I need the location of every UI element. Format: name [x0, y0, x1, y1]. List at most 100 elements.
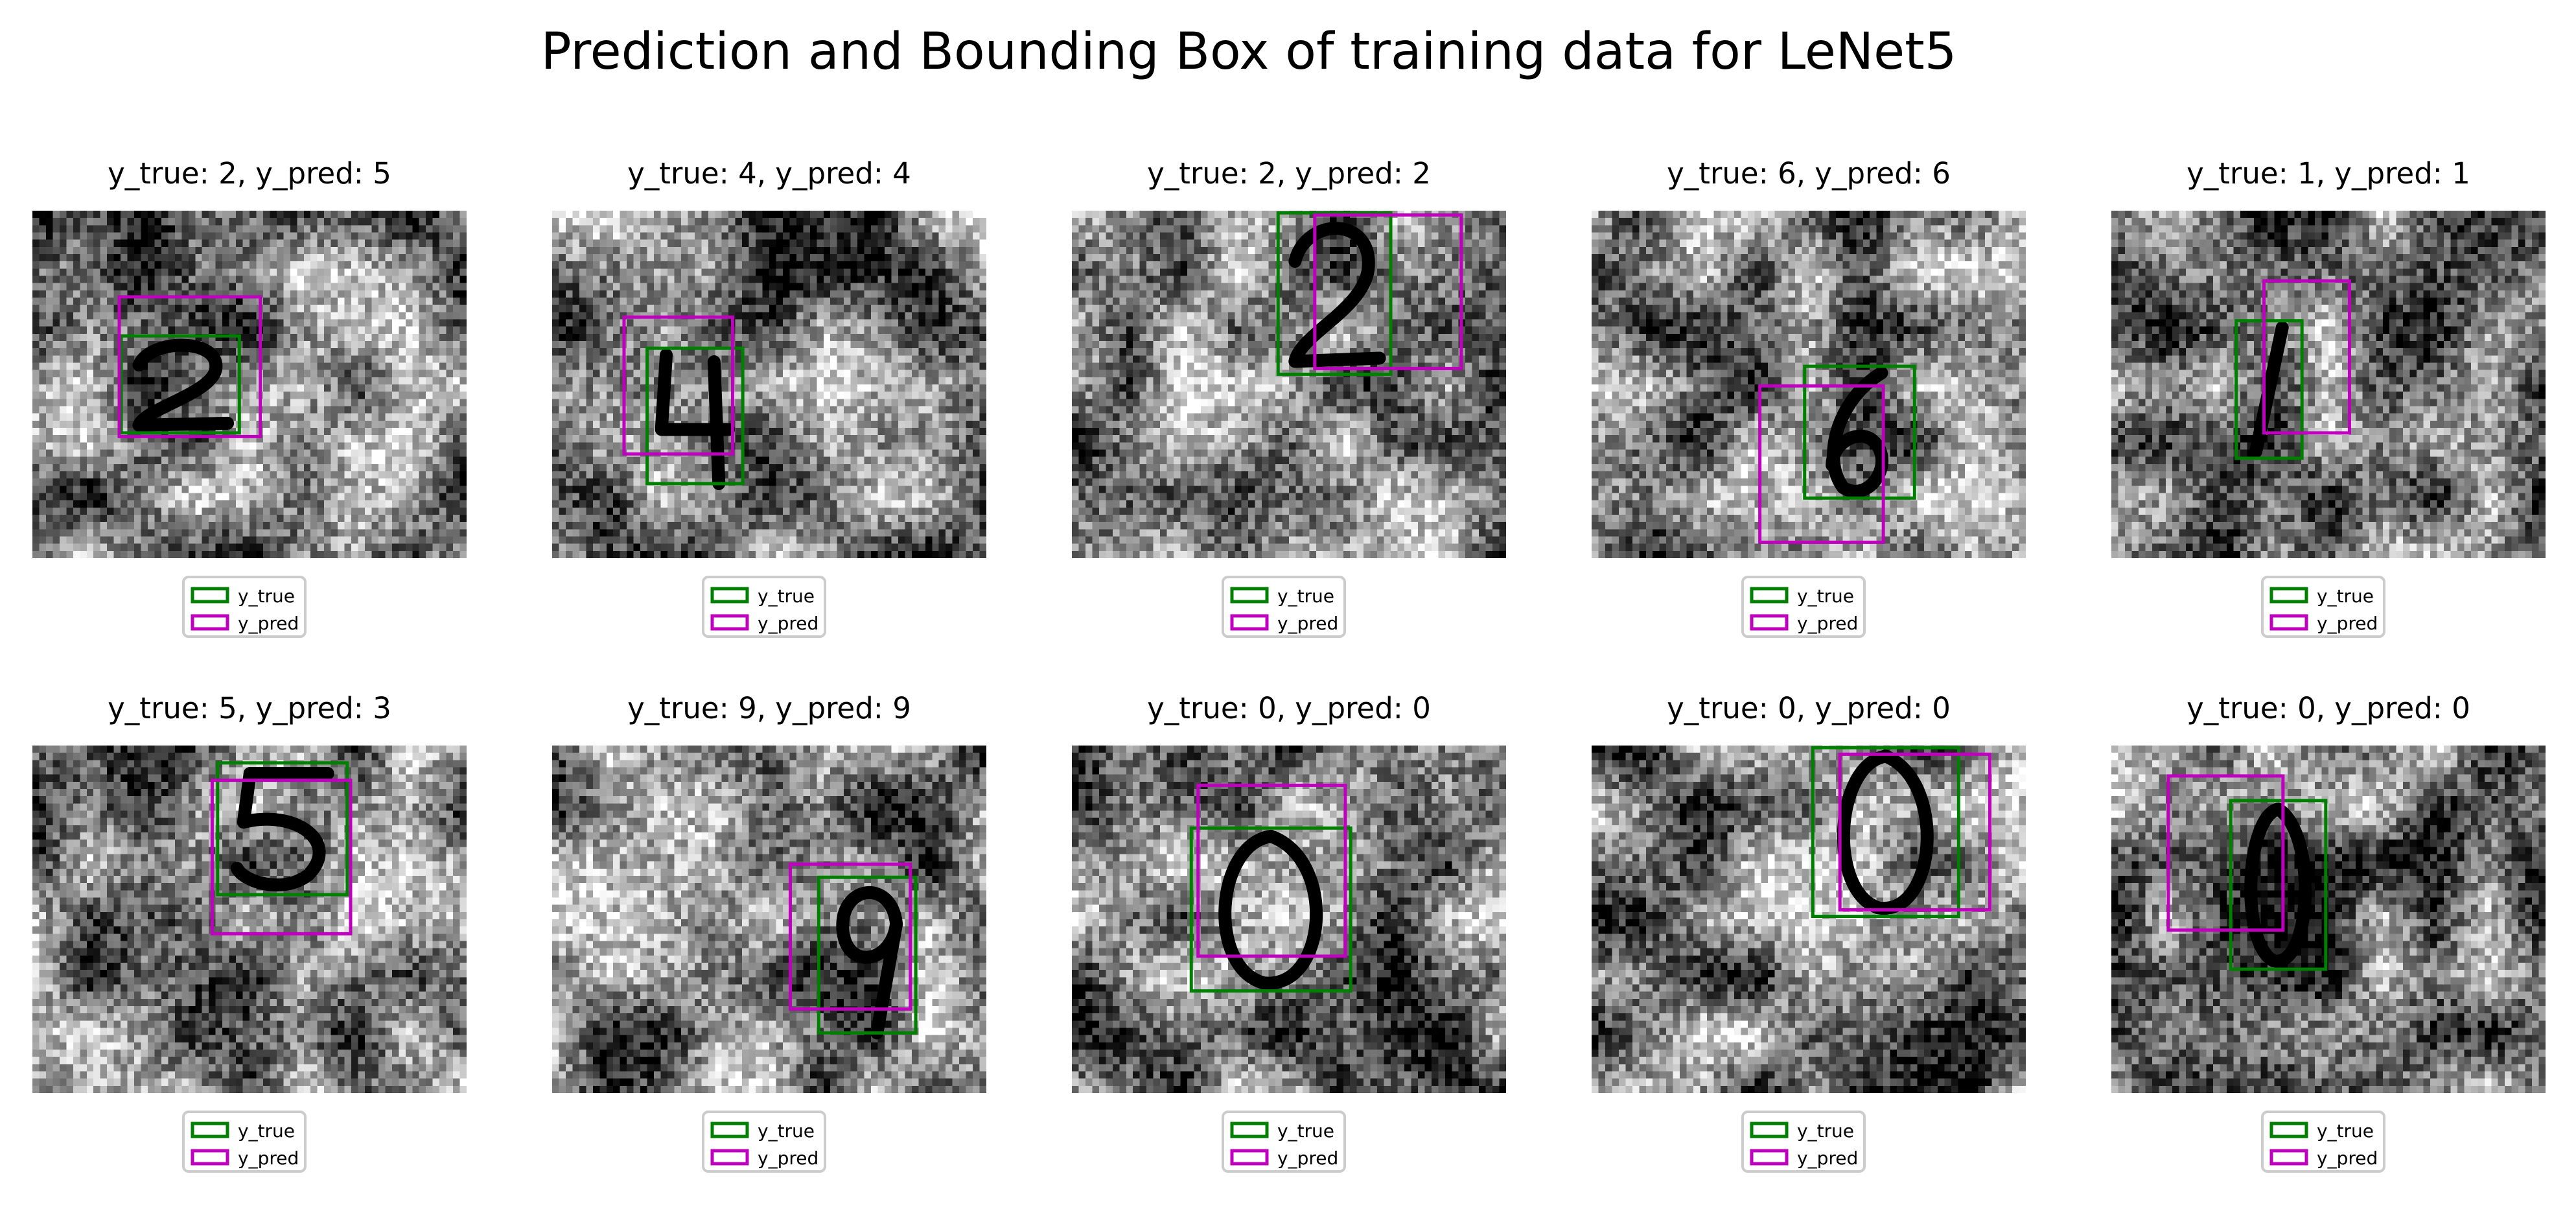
- noisy-digit-image: [1072, 211, 1506, 558]
- legend-swatch: [2269, 1122, 2308, 1138]
- panel-title: y_true: 0, y_pred: 0: [1667, 691, 1951, 725]
- legend-swatch: [1750, 587, 1789, 604]
- legend: y_true y_pred: [2261, 576, 2385, 638]
- handwritten-digit: [2251, 809, 2305, 961]
- legend-swatch: [710, 587, 749, 604]
- bounding-box-true: [2229, 799, 2328, 971]
- legend-swatch: [191, 1122, 229, 1138]
- legend-swatch: [191, 614, 229, 631]
- legend: y_true y_pred: [1222, 576, 1346, 638]
- legend-swatch: [710, 1122, 749, 1138]
- legend-swatch: [1750, 1149, 1789, 1166]
- bounding-box-true: [1811, 746, 1960, 919]
- legend-label: y_true: [1797, 585, 1854, 607]
- legend-label: y_pred: [2317, 1147, 2378, 1169]
- noisy-digit-image: [1592, 746, 2026, 1093]
- legend-swatch: [1750, 614, 1789, 631]
- handwritten-digit: [2256, 327, 2282, 451]
- bounding-box-true: [817, 875, 918, 1035]
- legend-swatch: [191, 1149, 229, 1166]
- panel: y_true: 6, y_pred: 6 y_true y_pred: [1592, 156, 2026, 637]
- legend: y_true y_pred: [702, 576, 826, 638]
- bounding-box-pred: [622, 315, 734, 456]
- legend-label: y_pred: [758, 613, 818, 634]
- legend: y_true y_pred: [1741, 576, 1866, 638]
- handwritten-digit: [1844, 756, 1927, 908]
- figure-title: Prediction and Bounding Box of training …: [541, 23, 1957, 81]
- handwritten-digit: [662, 355, 728, 484]
- legend-swatch: [191, 587, 229, 604]
- legend-label: y_true: [1797, 1120, 1854, 1142]
- legend: y_true y_pred: [702, 1111, 826, 1173]
- panel: y_true: 9, y_pred: 9 y_true y_pred: [552, 691, 986, 1171]
- legend-label: y_pred: [1277, 613, 1338, 634]
- panel-title: y_true: 2, y_pred: 5: [108, 156, 391, 191]
- bounding-box-true: [645, 346, 745, 486]
- panel: y_true: 5, y_pred: 3 y_true y_pred: [32, 691, 467, 1171]
- legend-label: y_true: [2317, 585, 2374, 607]
- legend-label: y_true: [238, 585, 295, 607]
- legend-label: y_true: [758, 585, 815, 607]
- handwritten-digit: [1295, 228, 1379, 361]
- noisy-digit-image: [552, 746, 986, 1093]
- panel-title: y_true: 6, y_pred: 6: [1667, 156, 1951, 191]
- noisy-digit-image: [2111, 211, 2546, 558]
- noisy-digit-image: [2111, 746, 2546, 1093]
- bounding-box-true: [119, 334, 241, 435]
- legend-swatch: [710, 1149, 749, 1166]
- legend-label: y_true: [238, 1120, 295, 1142]
- legend: y_true y_pred: [182, 576, 307, 638]
- legend-label: y_true: [758, 1120, 815, 1142]
- panel: y_true: 2, y_pred: 5 y_true y_pred: [32, 156, 467, 637]
- bounding-box-pred: [1313, 213, 1463, 370]
- handwritten-digit: [139, 346, 227, 425]
- panel-title: y_true: 5, y_pred: 3: [108, 691, 391, 725]
- bounding-box-pred: [1838, 752, 1992, 911]
- bounding-box-pred: [210, 779, 353, 935]
- legend-swatch: [2269, 587, 2308, 604]
- legend-swatch: [1230, 1149, 1269, 1166]
- bounding-box-true: [1189, 826, 1352, 993]
- noisy-digit-image: [552, 211, 986, 558]
- panel-title: y_true: 0, y_pred: 0: [1147, 691, 1431, 725]
- bounding-box-true: [2234, 319, 2304, 460]
- panel-title: y_true: 2, y_pred: 2: [1147, 156, 1431, 191]
- bounding-box-pred: [117, 295, 262, 438]
- legend-label: y_pred: [238, 613, 299, 634]
- legend-swatch: [2269, 614, 2308, 631]
- legend: y_true y_pred: [182, 1111, 307, 1173]
- panel: y_true: 4, y_pred: 4 y_true y_pred: [552, 156, 986, 637]
- bounding-box-true: [216, 761, 349, 897]
- noisy-digit-image: [1072, 746, 1506, 1093]
- legend-label: y_true: [2317, 1120, 2374, 1142]
- legend-label: y_pred: [2317, 613, 2378, 634]
- panel-title: y_true: 4, y_pred: 4: [627, 156, 911, 191]
- panel-title: y_true: 0, y_pred: 0: [2187, 691, 2470, 725]
- legend-label: y_true: [1277, 585, 1334, 607]
- bounding-box-pred: [788, 862, 912, 1011]
- handwritten-digit: [842, 893, 896, 1033]
- handwritten-digit: [1225, 836, 1316, 983]
- bounding-box-pred: [1758, 384, 1885, 544]
- legend-swatch: [1230, 587, 1269, 604]
- panel-title: y_true: 1, y_pred: 1: [2187, 156, 2470, 191]
- panel-grid: y_true: 2, y_pred: 5y_truey_predy_true: …: [32, 156, 2546, 1171]
- legend-swatch: [2269, 1149, 2308, 1166]
- legend-label: y_pred: [238, 1147, 299, 1169]
- legend-swatch: [1230, 1122, 1269, 1138]
- legend-label: y_pred: [1797, 613, 1858, 634]
- legend-swatch: [1750, 1122, 1789, 1138]
- bounding-box-true: [1276, 211, 1393, 376]
- legend-label: y_pred: [1277, 1147, 1338, 1169]
- legend-swatch: [710, 614, 749, 631]
- legend-swatch: [1230, 614, 1269, 631]
- noisy-digit-image: [32, 211, 467, 558]
- panel-title: y_true: 9, y_pred: 9: [627, 691, 911, 725]
- legend-label: y_pred: [758, 1147, 818, 1169]
- bounding-box-pred: [1196, 783, 1347, 958]
